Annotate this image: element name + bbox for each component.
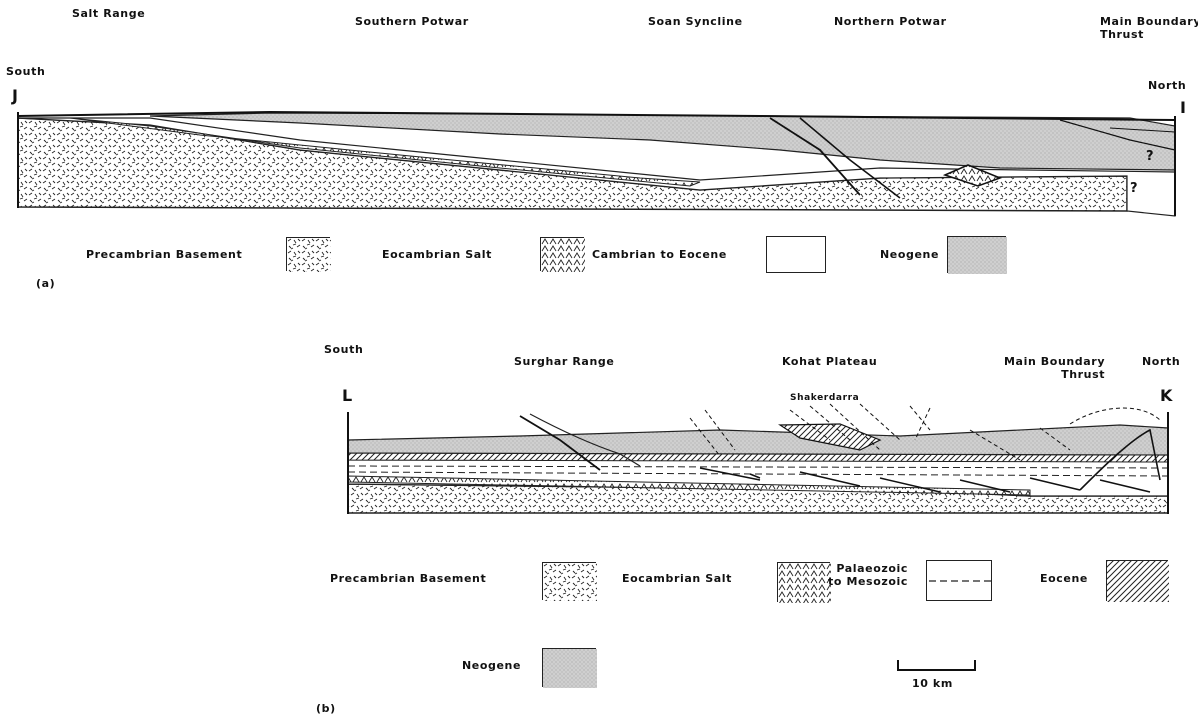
a-question-mark-1: ?: [1146, 150, 1154, 165]
a-region-soan-syncline: Soan Syncline: [648, 16, 743, 29]
b-direction-south: South: [324, 344, 363, 357]
section-a: [18, 112, 1175, 216]
a-legend-salt-label: Eocambrian Salt: [382, 249, 492, 262]
b-legend-palaeozoic-swatch: [926, 560, 992, 601]
basement-pattern-icon: [287, 238, 331, 272]
b-legend-salt-swatch: [777, 562, 830, 602]
a-legend-basement-swatch: [286, 237, 330, 271]
b-region-shakerdarra: Shakerdarra: [790, 393, 859, 403]
a-question-mark-2: ?: [1130, 182, 1138, 197]
a-legend-cambrian-eocene-swatch: [766, 236, 826, 273]
b-region-kohat-plateau: Kohat Plateau: [782, 356, 877, 369]
section-b: [348, 404, 1168, 514]
b-legend-neogene-label: Neogene: [462, 660, 521, 673]
a-panel-label: (a): [36, 278, 55, 291]
palaeozoic-pattern-icon: [927, 561, 993, 602]
b-direction-north: North: [1142, 356, 1180, 369]
a-region-salt-range: Salt Range: [72, 8, 145, 21]
b-end-label-right: K: [1160, 386, 1172, 405]
b-legend-neogene-swatch: [542, 648, 596, 687]
a-end-label-left: J: [12, 86, 18, 105]
b-region-surghar-range: Surghar Range: [514, 356, 614, 369]
a-legend-salt-swatch: [540, 237, 584, 271]
b-neogene-unit: [348, 425, 1168, 455]
b-legend-eocene-swatch: [1106, 560, 1168, 601]
a-end-label-right: I: [1180, 98, 1186, 117]
b-region-main-boundary-thrust: Main Boundary Thrust: [1004, 356, 1105, 381]
salt-pattern-icon: [541, 238, 585, 272]
scale-bar-label: 10 km: [912, 678, 953, 691]
a-direction-north: North: [1148, 80, 1186, 93]
a-region-southern-potwar: Southern Potwar: [355, 16, 469, 29]
a-legend-neogene-label: Neogene: [880, 249, 939, 262]
b-panel-label: (b): [316, 703, 336, 716]
b-legend-eocene-label: Eocene: [1040, 573, 1088, 586]
a-region-main-boundary-thrust: Main Boundary Thrust: [1100, 16, 1198, 41]
a-legend-basement-label: Precambrian Basement: [86, 249, 242, 262]
a-legend-cambrian-eocene-label: Cambrian to Eocene: [592, 249, 727, 262]
scale-bar: [898, 660, 975, 670]
neogene-pattern-icon: [543, 649, 597, 688]
a-legend-neogene-swatch: [947, 236, 1006, 273]
neogene-pattern-icon: [948, 237, 1007, 274]
a-direction-south: South: [6, 66, 45, 79]
b-legend-palaeozoic-label: Palaeozoic to Mesozoic: [828, 563, 908, 588]
eocene-pattern-icon: [1107, 561, 1169, 602]
b-end-label-left: L: [342, 386, 352, 405]
b-legend-basement-label: Precambrian Basement: [330, 573, 486, 586]
salt-pattern-icon: [778, 563, 831, 603]
b-legend-basement-swatch: [542, 562, 596, 600]
basement-pattern-icon: [543, 563, 597, 601]
b-legend-salt-label: Eocambrian Salt: [622, 573, 732, 586]
a-region-northern-potwar: Northern Potwar: [834, 16, 947, 29]
